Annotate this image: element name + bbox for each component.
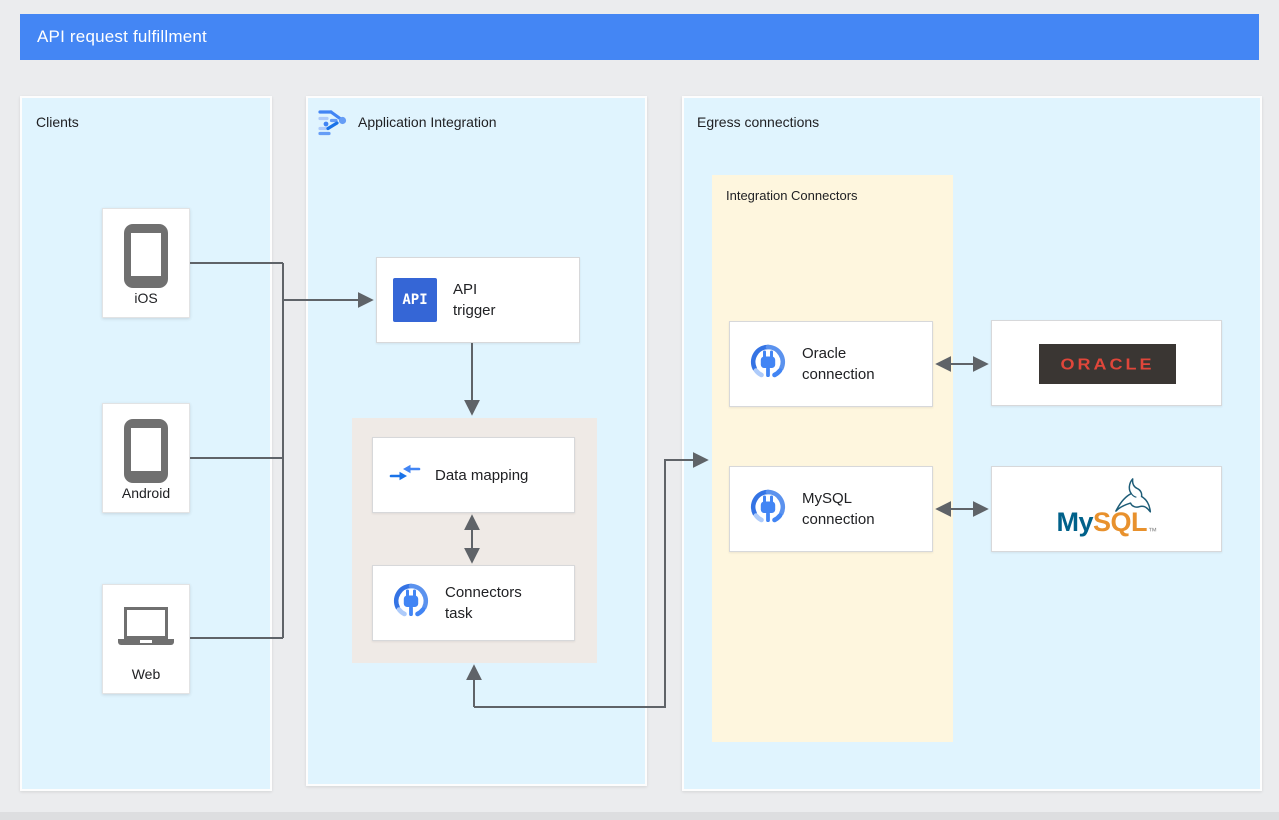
data-mapping-icon [389,460,421,491]
application-integration-panel-title: Application Integration [358,114,497,130]
data-mapping-node: Data mapping [372,437,575,513]
diagram-title: API request fulfillment [37,27,207,46]
client-node-android: Android [102,403,190,513]
connectors-task-node: Connectors task [372,565,575,641]
connectors-task-label: Connectors task [445,584,522,622]
mysql-logo-sql: SQL [1093,507,1148,537]
integration-connectors-group: Integration Connectors [712,175,953,742]
api-trigger-node: API API trigger [376,257,580,343]
trademark-symbol: ™ [1148,526,1157,536]
laptop-icon [118,607,174,649]
mysql-connection-label: MySQL connection [802,490,875,528]
oracle-logo: ORACLE [1039,344,1176,384]
smartphone-icon [124,224,168,288]
mysql-database-node: MySQL™ [991,466,1222,552]
integration-connectors-group-title: Integration Connectors [726,188,858,203]
mysql-dolphin-icon [1110,472,1154,523]
client-node-web: Web [102,584,190,694]
data-mapping-label: Data mapping [435,466,529,484]
bottom-divider [0,812,1279,820]
oracle-connection-node: Oracle connection [729,321,933,407]
client-label-ios: iOS [134,290,158,306]
api-trigger-label: API trigger [453,281,496,319]
client-label-web: Web [131,666,161,682]
oracle-logo-text: ORACLE [1060,354,1155,373]
integration-connectors-icon [389,579,433,628]
oracle-database-node: ORACLE [991,320,1222,406]
oracle-connection-label: Oracle connection [802,345,875,383]
application-integration-icon [317,106,348,141]
client-label-android: Android [121,485,171,501]
api-trigger-icon: API [393,278,437,322]
egress-connections-panel-title: Egress connections [697,114,820,130]
diagram-title-banner: API request fulfillment [20,14,1259,60]
clients-panel-title: Clients [36,114,79,130]
mysql-connection-node: MySQL connection [729,466,933,552]
smartphone-icon [124,419,168,483]
mysql-logo-my: My [1056,507,1093,537]
integration-connectors-icon [746,485,790,534]
integration-connectors-icon [746,340,790,389]
mysql-logo: MySQL™ [992,507,1221,538]
client-node-ios: iOS [102,208,190,318]
